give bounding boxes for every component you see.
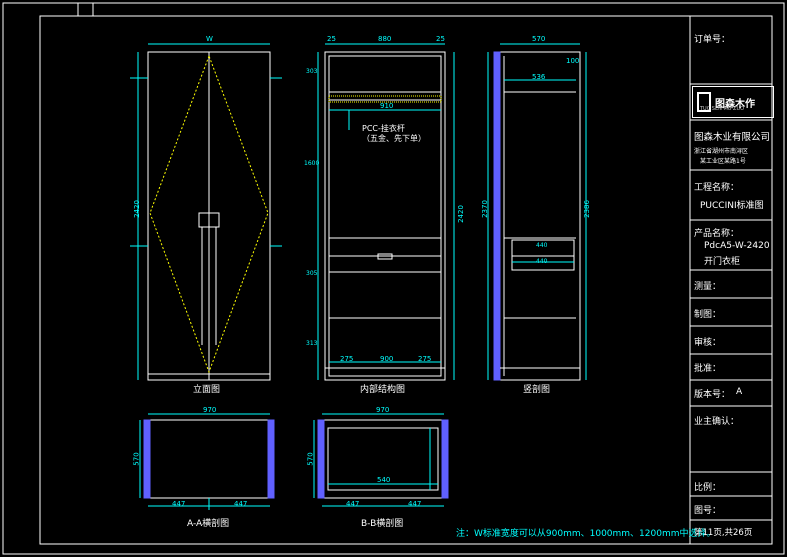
- tb-scale: 比例：: [694, 483, 722, 493]
- dim-aa-b2: 447: [234, 500, 248, 508]
- dim-left-3: 305: [306, 270, 318, 277]
- front-view-label: 立面图: [193, 385, 221, 395]
- title-block-rows: [690, 83, 772, 521]
- dim-bb-depth: 570: [306, 452, 315, 466]
- dim-sec-440a: 440: [536, 242, 548, 249]
- tb-version-label: 版本号：: [694, 390, 731, 400]
- dim-sec-width: 570: [532, 35, 546, 43]
- dim-int-inner: 910: [380, 102, 394, 110]
- bb-section: [313, 413, 449, 507]
- dim-left-4: 313: [306, 340, 318, 347]
- dim-sec-440b: 440: [536, 258, 548, 265]
- tb-owner-confirm: 业主确认：: [694, 417, 740, 427]
- tb-company: 图森木业有限公司: [694, 132, 771, 143]
- dim-aa-depth: 570: [132, 452, 141, 466]
- section-view-label: 竖剖图: [523, 385, 551, 395]
- logo-text: 图森木作: [715, 98, 755, 110]
- dim-sec-h1: 2370: [480, 200, 489, 218]
- drawing-frame: [39, 15, 773, 545]
- tb-product-value1: PdcA5-W-2420: [704, 241, 770, 251]
- dim-aa-width: 970: [203, 406, 217, 414]
- tb-version-value: A: [736, 387, 743, 397]
- aa-section-label: A-A横剖图: [187, 519, 230, 529]
- tb-measure: 测量：: [694, 282, 722, 292]
- tb-page: 第11页,共26页: [694, 528, 753, 538]
- rod-annotation-1: PCC-挂衣杆: [362, 124, 405, 133]
- logo-subtext: TUC SEN MU ZUO: [700, 106, 745, 112]
- dim-front-width: W: [206, 35, 213, 43]
- dim-front-height: 2420: [132, 200, 141, 218]
- front-view: [130, 43, 282, 381]
- tb-review: 审核：: [694, 338, 722, 348]
- dim-sec-h2: 2386: [582, 200, 591, 218]
- footnote: 注：W标准宽度可以从900mm、1000mm、1200mm中选择。: [456, 529, 716, 539]
- dim-bb-inner: 540: [377, 476, 391, 484]
- tb-project-value: PUCCINI标准图: [700, 201, 764, 211]
- section-view: [487, 43, 587, 381]
- internal-view: [317, 43, 455, 381]
- aa-section: [139, 413, 275, 510]
- tb-drawn: 制图：: [694, 310, 722, 320]
- internal-view-label: 内部结构图: [360, 385, 406, 395]
- tb-addr1: 浙江省湖州市南浔区: [694, 148, 749, 155]
- tb-order-no: 订单号：: [694, 35, 731, 45]
- dim-left-1: 303: [306, 68, 318, 75]
- dim-bb-b2: 447: [408, 500, 422, 508]
- tb-product-value2: 开门衣柜: [704, 257, 741, 267]
- dim-sec-depth: 536: [532, 73, 546, 81]
- dim-int-top-left: 25: [327, 35, 336, 43]
- tb-project-label: 工程名称：: [694, 183, 740, 193]
- dim-aa-b1: 447: [172, 500, 186, 508]
- dim-int-b2: 900: [380, 355, 394, 363]
- dim-bb-width: 970: [376, 406, 390, 414]
- bb-section-label: B-B横剖图: [361, 519, 404, 529]
- tb-addr2: 某工业区某路1号: [700, 158, 746, 165]
- dim-sec-100: 100: [566, 57, 580, 65]
- dim-left-2: 1600: [304, 160, 320, 167]
- tb-drawing-no: 图号：: [694, 506, 722, 516]
- company-logo: 图森木作: [692, 86, 774, 118]
- dim-int-top-mid: 880: [378, 35, 392, 43]
- dim-int-b1: 275: [340, 355, 354, 363]
- dim-int-b3: 275: [418, 355, 432, 363]
- tb-product-label: 产品名称：: [694, 229, 740, 239]
- tb-approve: 批准：: [694, 364, 722, 374]
- rod-annotation-2: （五金、先下单）: [362, 134, 426, 143]
- dim-int-top-right: 25: [436, 35, 445, 43]
- dim-bb-b1: 447: [346, 500, 360, 508]
- dim-int-height: 2420: [456, 205, 465, 223]
- logo-mark-icon: [697, 92, 711, 112]
